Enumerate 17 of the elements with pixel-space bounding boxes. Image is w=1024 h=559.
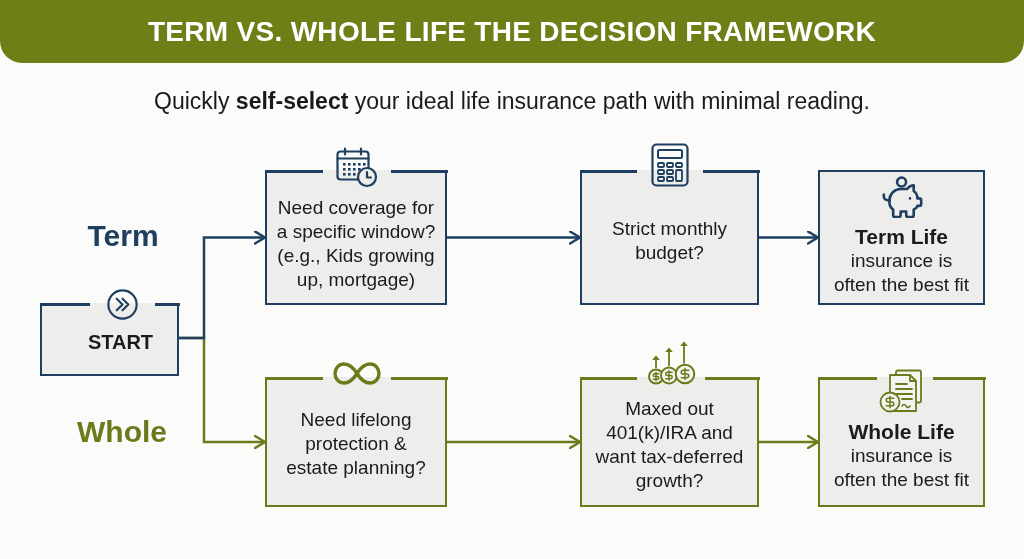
- result-box: [818, 170, 985, 305]
- row-label: Term: [87, 218, 159, 254]
- subtitle: Quickly self-select your ideal life insurance path with minimal reading.: [154, 87, 870, 116]
- question-text: Strict monthly budget?: [610, 216, 729, 265]
- title-banner: TERM VS. WHOLE LIFE THE DECISION FRAMEWORK: [0, 0, 1024, 63]
- question-text: Maxed out 401(k)/IRA and want tax-deferred growth?: [594, 396, 745, 493]
- row-label: Whole: [77, 414, 167, 450]
- arrow: [447, 230, 582, 245]
- arrow: [179, 230, 267, 340]
- question-text: Need lifelong protection & estate planning?: [285, 407, 427, 480]
- arrow: [447, 434, 582, 450]
- arrow: [759, 230, 820, 245]
- result-text: Term Life insurance is often the best fit: [832, 224, 971, 297]
- question-text: Need coverage for a specific window? (e.g., Kids growing up, mortgage): [275, 195, 437, 292]
- arrow: [759, 434, 820, 450]
- start-label: START: [87, 329, 154, 354]
- result-text: Whole Life insurance is often the best fit: [832, 420, 971, 492]
